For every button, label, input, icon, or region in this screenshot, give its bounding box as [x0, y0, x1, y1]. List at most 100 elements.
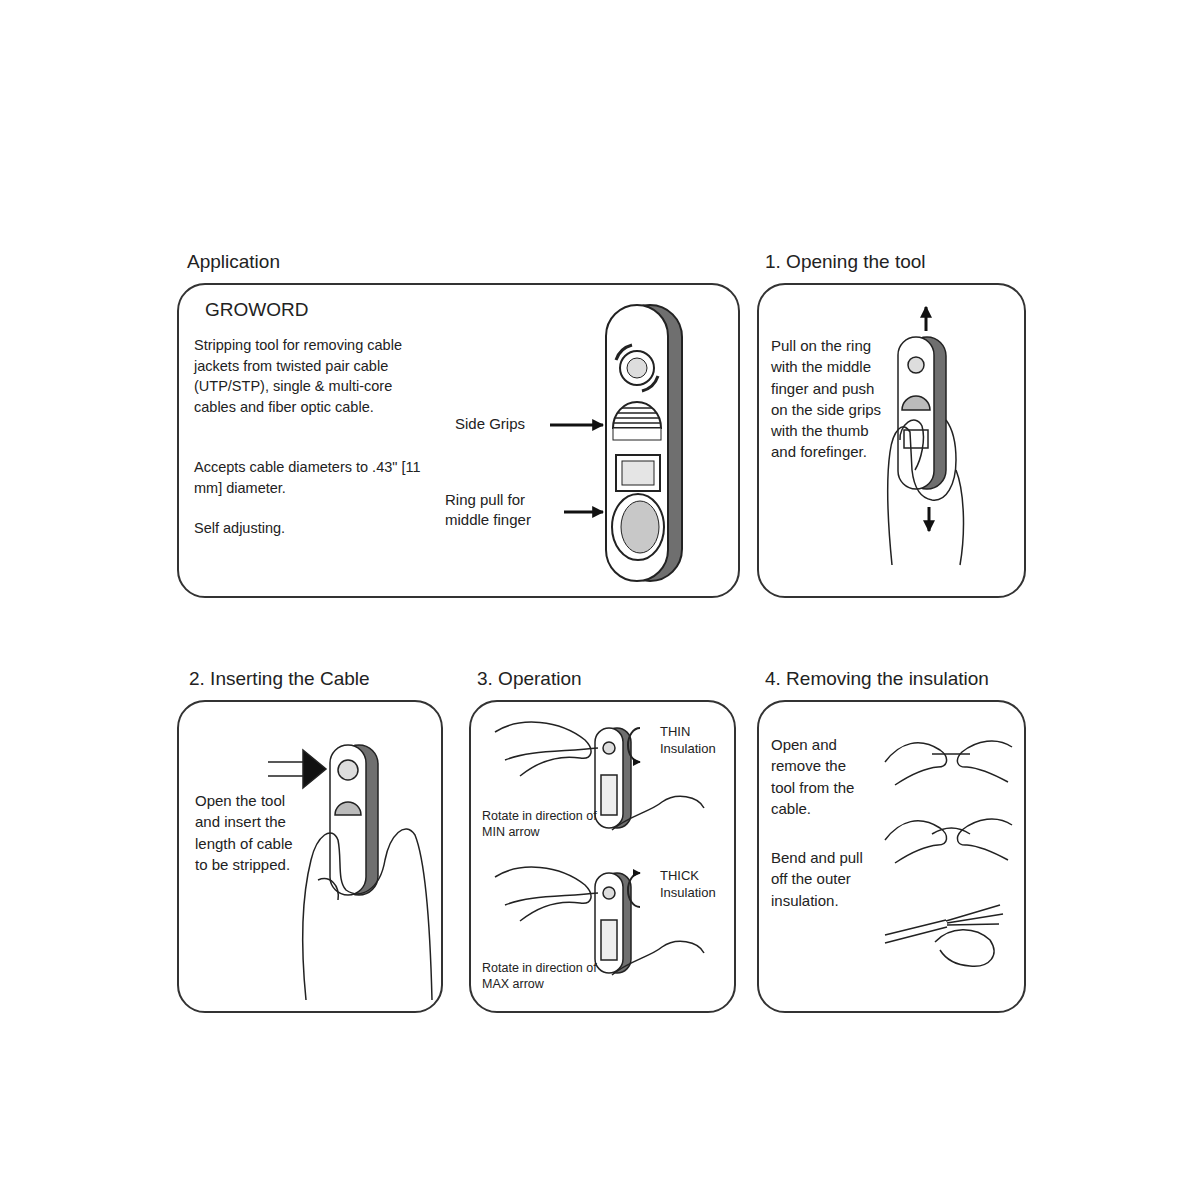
- stripper-tool: [606, 305, 682, 581]
- text-holder: Application: [187, 249, 507, 276]
- stripper-tool: [606, 305, 668, 581]
- panel-text: Open the tool and insert the length of c…: [195, 790, 295, 875]
- callout-label: THICK Insulation: [660, 868, 734, 902]
- panel-text: Pull on the ring with the middle finger …: [771, 335, 883, 463]
- hand-inserting-cable: [268, 745, 432, 1000]
- stripper-tool: [610, 417, 664, 419]
- panel-text: Bend and pull off the outer insulation.: [771, 847, 865, 911]
- text-holder: 2. Inserting the Cable: [189, 666, 451, 693]
- removing-insulation: [885, 741, 1012, 966]
- hand-opening-tool: [888, 420, 956, 565]
- operation-thick: [495, 867, 704, 975]
- callout-label: THIN Insulation: [660, 724, 734, 758]
- stripper-tool: [627, 358, 647, 378]
- text-holder: Self adjusting.: [194, 518, 422, 539]
- operation-thick: [628, 873, 640, 907]
- panel-heading: 3. Operation: [477, 666, 737, 693]
- stripper-tool: [610, 408, 664, 423]
- operation-thin: [601, 775, 617, 815]
- stripper-tool: [622, 461, 654, 485]
- instruction-panel: 1. Opening the toolPull on the ring with…: [757, 283, 1026, 598]
- removing-insulation: [935, 930, 994, 966]
- panel-text: Self adjusting.: [194, 518, 422, 539]
- label-holder: THICK Insulation: [660, 868, 734, 902]
- operation-thick: [601, 920, 617, 960]
- hand-inserting-cable: [330, 745, 366, 895]
- stripper-tool: [616, 455, 660, 491]
- callout-label: Rotate in direction of MIN arrow: [482, 808, 622, 841]
- operation-thin: [505, 748, 598, 760]
- operation-thick: [505, 893, 598, 905]
- hand-inserting-cable: [303, 750, 326, 788]
- hand-opening-tool: [898, 337, 934, 489]
- text-holder: Accepts cable diameters to .43" [11 mm] …: [194, 457, 422, 498]
- hand-opening-tool: [888, 337, 964, 565]
- hand-opening-tool: [956, 470, 963, 565]
- instruction-panel: 2. Inserting the CableOpen the tool and …: [177, 700, 443, 1013]
- panel-heading: Application: [187, 249, 507, 276]
- callout-label: Ring pull for middle finger: [445, 490, 563, 529]
- callout-label: Rotate in direction of MAX arrow: [482, 960, 622, 993]
- text-holder: Open and remove the tool from the cable.: [771, 734, 865, 819]
- stripper-tool: [610, 422, 664, 424]
- stripper-tool: [620, 351, 654, 385]
- removing-insulation: [932, 753, 970, 755]
- stripper-tool: [621, 501, 659, 553]
- operation-thin: [628, 728, 640, 762]
- operation-thin: [603, 742, 615, 754]
- text-holder: 1. Opening the tool: [765, 249, 1027, 276]
- removing-insulation: [957, 741, 1012, 782]
- operation-thick: [595, 873, 623, 973]
- text-holder: 3. Operation: [477, 666, 737, 693]
- stripper-tool: [642, 376, 658, 391]
- hand-inserting-cable: [303, 829, 432, 1000]
- panel-text: Open and remove the tool from the cable.: [771, 734, 865, 819]
- stripper-tool: [610, 412, 664, 414]
- stripper-tool: [616, 345, 632, 360]
- direction-arrow: [925, 307, 928, 331]
- stripper-tool: [612, 494, 664, 560]
- hand-opening-tool: [902, 396, 930, 410]
- text-holder: Stripping tool for removing cable jacket…: [194, 335, 422, 417]
- text-holder: GROWORD: [205, 297, 425, 324]
- label-holder: THIN Insulation: [660, 724, 734, 758]
- label-holder: Rotate in direction of MAX arrow: [482, 960, 622, 993]
- removing-insulation: [932, 828, 970, 834]
- stripper-tool: [613, 428, 661, 440]
- label-holder: Side Grips: [455, 414, 547, 434]
- instruction-panel: 4. Removing the insulationOpen and remov…: [757, 700, 1026, 1013]
- leader-arrow: [564, 511, 603, 514]
- removing-insulation: [885, 821, 947, 863]
- hand-inserting-cable: [318, 879, 338, 900]
- text-holder: Bend and pull off the outer insulation.: [771, 847, 865, 911]
- label-holder: Rotate in direction of MIN arrow: [482, 808, 622, 841]
- hand-inserting-cable: [338, 760, 358, 780]
- direction-arrow: [926, 307, 929, 531]
- panel-heading: 2. Inserting the Cable: [189, 666, 451, 693]
- hand-opening-tool: [908, 357, 924, 373]
- leader-arrow: [550, 424, 603, 427]
- hand-opening-tool: [904, 430, 928, 448]
- panel-text: GROWORD: [205, 297, 425, 324]
- direction-arrow: [928, 507, 931, 531]
- leader-arrow: [550, 425, 603, 512]
- label-holder: Ring pull for middle finger: [445, 490, 563, 529]
- operation-thin: [612, 796, 704, 830]
- hand-inserting-cable: [335, 802, 361, 815]
- removing-insulation: [946, 905, 1003, 925]
- operation-thick: [603, 887, 615, 899]
- operation-thin: [595, 728, 623, 828]
- panel-heading: 1. Opening the tool: [765, 249, 1027, 276]
- removing-insulation: [885, 743, 947, 785]
- panel-text: Accepts cable diameters to .43" [11 mm] …: [194, 457, 422, 498]
- text-holder: Open the tool and insert the length of c…: [195, 790, 295, 875]
- removing-insulation: [957, 819, 1012, 860]
- panel-heading: 4. Removing the insulation: [765, 666, 1033, 693]
- hand-opening-tool: [900, 420, 923, 470]
- text-holder: 4. Removing the insulation: [765, 666, 1033, 693]
- text-holder: Pull on the ring with the middle finger …: [771, 335, 883, 463]
- operation-thick: [612, 941, 704, 975]
- stripper-tool: [610, 407, 664, 409]
